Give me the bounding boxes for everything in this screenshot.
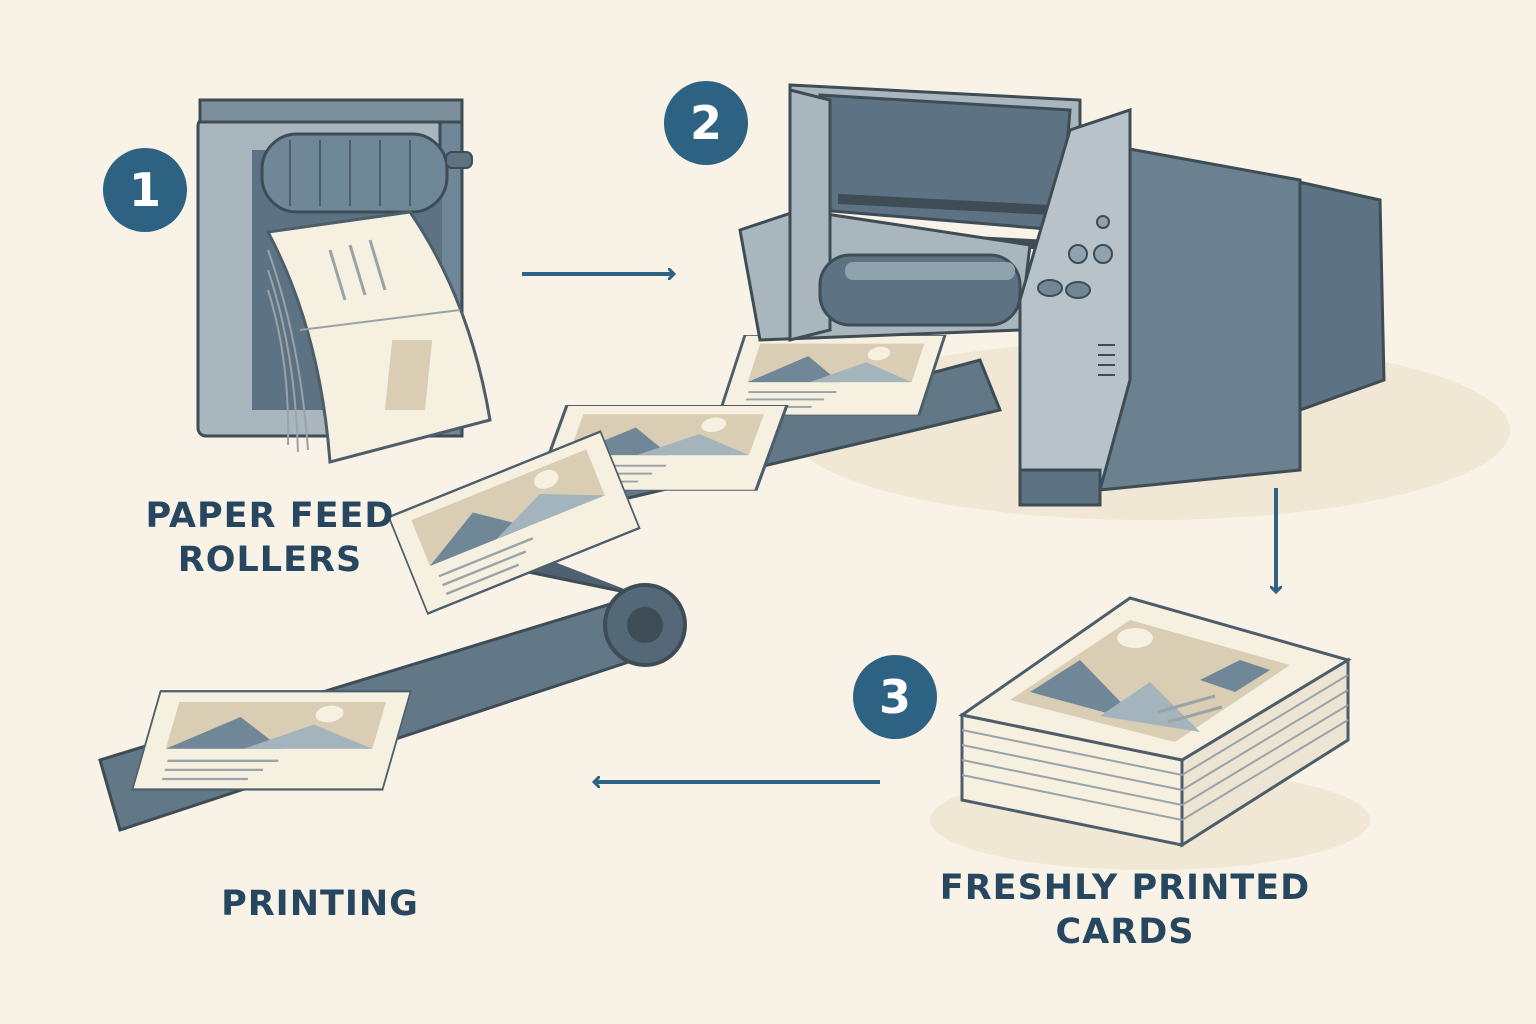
control-button-icon bbox=[1037, 279, 1063, 297]
control-button-icon bbox=[1065, 281, 1091, 299]
control-button-icon bbox=[1093, 244, 1113, 264]
step-1-label-line-1: PAPER FEED bbox=[145, 496, 395, 536]
step-2-label: PRINTING bbox=[221, 884, 419, 924]
step-1-label-line-2: ROLLERS bbox=[177, 540, 363, 580]
step-3-label: FRESHLY PRINTED CARDS bbox=[895, 866, 1355, 954]
step-3-label-line-1: FRESHLY PRINTED bbox=[939, 868, 1311, 908]
step-2-badge: 2 bbox=[664, 81, 748, 165]
card-printer bbox=[738, 83, 1386, 507]
step-1-label: PAPER FEED ROLLERS bbox=[120, 494, 420, 582]
step-3-badge: 3 bbox=[853, 655, 937, 739]
belt-card-4 bbox=[131, 690, 413, 791]
paper-feed-roller-unit bbox=[196, 98, 492, 464]
control-button-icon bbox=[1068, 244, 1088, 264]
feed-roller bbox=[260, 132, 449, 214]
feed-paper-stack bbox=[265, 210, 492, 464]
step-1-badge: 1 bbox=[103, 148, 187, 232]
printed-card-stack bbox=[958, 596, 1352, 848]
belt-card-1 bbox=[716, 335, 947, 416]
step-3-label-line-2: CARDS bbox=[1055, 912, 1195, 952]
indicator-light-icon bbox=[1096, 215, 1110, 229]
